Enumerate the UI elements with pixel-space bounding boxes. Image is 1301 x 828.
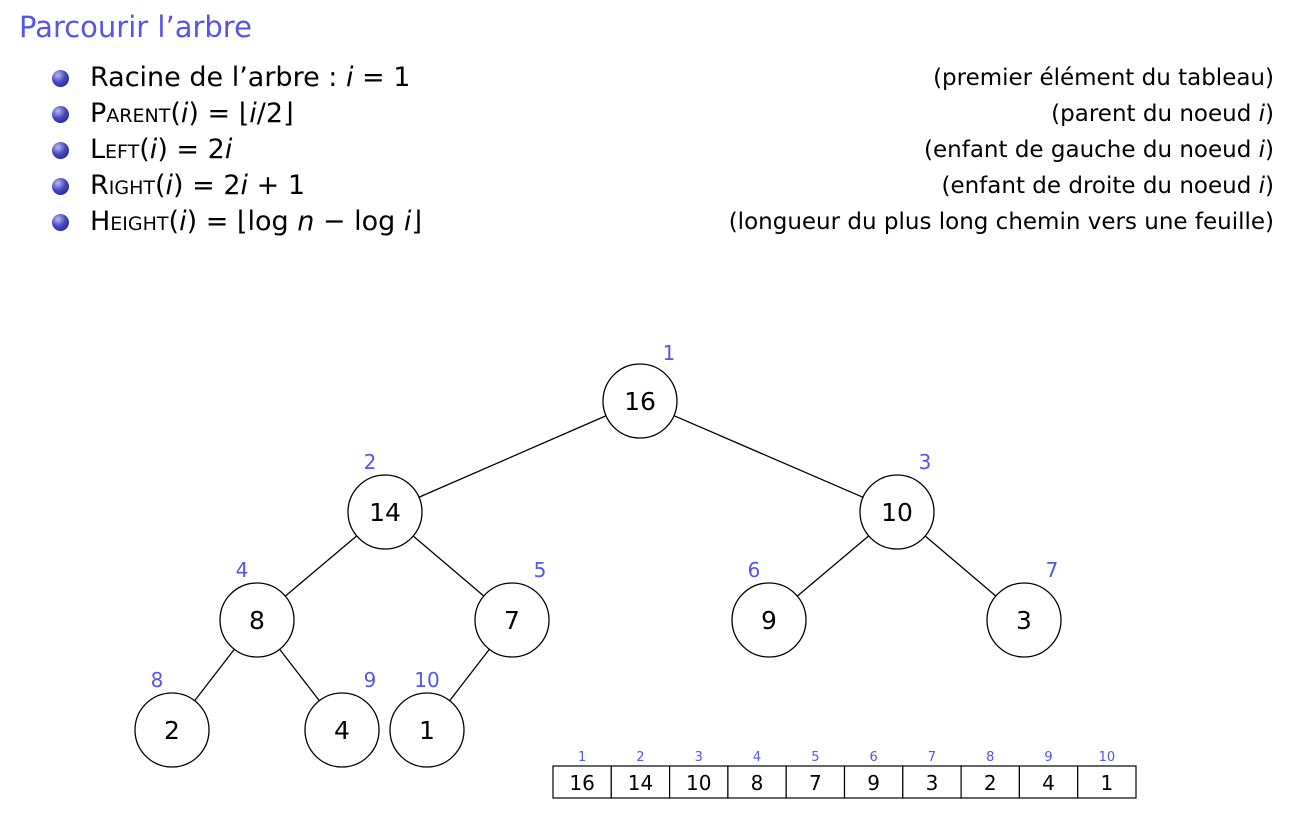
tree-node-circle [389,692,465,768]
bullet-dot-icon [52,142,69,159]
tree-node-index: 5 [534,558,547,582]
tree-node-index: 2 [364,450,377,474]
tree-edge [449,648,490,702]
bullet-dot-icon [52,178,69,195]
tree-node-index: 1 [663,341,676,365]
array-cell [668,765,729,799]
tree-node-circle [602,363,678,439]
tree-node-value: 10 [881,498,913,527]
bullet-note: (premier élément du tableau) [933,65,1274,91]
tree-node-circle [474,582,550,658]
bullet-dot-icon [52,106,69,123]
tree-node-index: 10 [414,668,439,692]
tree-node-index: 6 [748,558,761,582]
tree-node-value: 8 [249,606,265,635]
tree-edge [924,535,997,597]
bullet-formula: Height(i) = ⌊log n − log i⌋ [90,206,422,237]
array-cell [902,765,962,799]
array-cell-value: 16 [569,771,594,795]
bullet-item: Parent(i) = ⌊i/2⌋ (parent du noeud i) [52,96,1274,132]
tree-node-circle [347,474,423,550]
tree-edge [284,535,358,597]
array-cell [610,765,671,799]
bullet-formula: Racine de l’arbre : i = 1 [90,62,411,93]
array-cell-index: 7 [928,750,936,765]
bullet-dot-icon [52,70,69,87]
bullet-note: (enfant de droite du noeud i) [941,173,1274,199]
array-cell-value: 7 [809,771,822,795]
bullet-formula: Right(i) = 2i + 1 [90,170,306,201]
bullet-item: Height(i) = ⌊log n − log i⌋ (longueur du … [52,204,1274,240]
array-cell-index: 1 [578,750,586,765]
bullet-list: Racine de l’arbre : i = 1 (premier élémen… [52,60,1274,240]
array-cell [1077,765,1137,799]
tree-edge [796,535,870,597]
bullet-note: (longueur du plus long chemin vers une f… [728,209,1274,235]
array-cell-value: 2 [984,771,997,795]
tree-node-value: 16 [624,387,656,416]
bullet-item: Right(i) = 2i + 1 (enfant de droite du no… [52,168,1274,204]
array-cell-value: 4 [1042,771,1055,795]
tree-edge [412,535,485,597]
array-cell [785,765,846,799]
tree-edge [418,415,607,498]
tree-node-index: 7 [1046,558,1059,582]
tree-edge [673,415,864,498]
tree-node-index: 4 [236,558,249,582]
bullet-note: (parent du noeud i) [1051,101,1274,127]
array-cell-value: 14 [628,771,653,795]
array-cell-value: 9 [867,771,880,795]
tree-node-circle [304,692,380,768]
bullet-note: (enfant de gauche du noeud i) [924,137,1274,163]
array-cell-index: 2 [636,750,644,765]
array-cell [843,765,904,799]
array-cell-index: 5 [811,750,819,765]
bullet-dot-icon [52,214,69,231]
bullet-item: Racine de l’arbre : i = 1 (premier élémen… [52,60,1274,96]
tree-node-index: 8 [151,668,164,692]
array-cell-index: 3 [695,750,703,765]
tree-edge [194,648,235,702]
bullet-formula: Left(i) = 2i [90,134,233,165]
tree-node-circle [731,582,807,658]
tree-node-circle [986,582,1062,658]
tree-node-index: 3 [919,450,932,474]
tree-edge [279,648,320,702]
array-cell-value: 1 [1100,771,1113,795]
array-cell-index: 4 [753,750,761,765]
array-cell-value: 8 [751,771,764,795]
array-cell-value: 3 [926,771,939,795]
tree-node-value: 4 [334,716,350,745]
array-cell-index: 6 [870,750,878,765]
array-cell-value: 10 [686,771,711,795]
tree-node-value: 7 [504,606,520,635]
bullet-formula: Parent(i) = ⌊i/2⌋ [90,98,294,129]
array-cell [552,765,612,799]
bullet-item: Left(i) = 2i (enfant de gauche du noeud i… [52,132,1274,168]
tree-node-circle [134,692,210,768]
tree-node-value: 2 [164,716,180,745]
array-cell-index: 10 [1099,750,1116,765]
tree-node-value: 14 [369,498,401,527]
tree-node-index: 9 [364,668,377,692]
tree-node-value: 1 [419,716,435,745]
tree-node-circle [219,582,295,658]
array-cell [727,765,787,799]
slide-title: Parcourir l’arbre [19,10,252,44]
tree-node-circle [859,474,935,550]
array-cell-index: 8 [986,750,994,765]
array-cell-index: 9 [1044,750,1052,765]
tree-node-value: 9 [761,606,777,635]
tree-node-value: 3 [1016,606,1032,635]
